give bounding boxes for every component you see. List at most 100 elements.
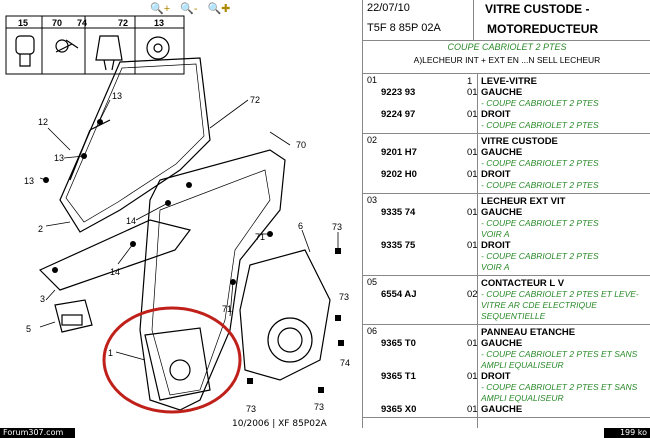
waterproof-panel [239, 249, 331, 381]
lifter-frame [38, 119, 286, 411]
callout-label: 14 [110, 267, 120, 277]
part-applicability: VOIR A [481, 262, 510, 272]
diagram-drawing: 15 70 74 72 13 [5, 15, 350, 414]
part-line: VITRE CUSTODE [363, 136, 650, 147]
parts-list-panel: 22/07/10 T5F 8 85P 02A VITRE CUSTODE - M… [362, 0, 650, 428]
part-description: LEVE-VITRE [481, 76, 537, 87]
part-line: CONTACTEUR L V [363, 278, 650, 289]
parts-header-label: 70 [52, 18, 62, 28]
part-quantity: 01 [467, 147, 478, 158]
part-reference[interactable]: 9365 T0 [381, 338, 416, 349]
motor-reducer [144, 327, 211, 401]
parts-header-strip [5, 15, 185, 75]
callout-label: 73 [314, 402, 324, 412]
part-description: DROIT [481, 371, 511, 382]
part-line: VITRE AR CDE ELECTRIQUE [363, 300, 650, 311]
zoom-pan-icon[interactable]: 🔍✚ [207, 3, 231, 15]
part-line: - COUPE CABRIOLET 2 PTES [363, 251, 650, 262]
window-glass [59, 57, 211, 233]
part-description: VITRE CUSTODE [481, 136, 558, 147]
part-line: - COUPE CABRIOLET 2 PTES [363, 180, 650, 191]
part-description: LECHEUR EXT VIT [481, 196, 566, 207]
part-line: - COUPE CABRIOLET 2 PTES [363, 120, 650, 131]
callout-label: 5 [26, 324, 31, 334]
part-line[interactable]: 6554 AJ 02- COUPE CABRIOLET 2 PTES ET LEV… [363, 289, 650, 300]
callout-label: 12 [38, 117, 48, 127]
part-line: - COUPE CABRIOLET 2 PTES [363, 98, 650, 109]
part-line: LECHEUR EXT VIT [363, 196, 650, 207]
model-subtitle: COUPE CABRIOLET 2 PTES [447, 42, 567, 52]
parts-header-label: 15 [18, 18, 28, 28]
file-size-badge: 199 ko [604, 428, 650, 438]
leader-lines [39, 99, 339, 361]
part-reference[interactable]: 9335 74 [381, 207, 416, 218]
part-applicability: SEQUENTIELLE [481, 311, 546, 321]
part-quantity: 01 [467, 240, 478, 251]
part-description: DROIT [481, 109, 511, 120]
part-reference[interactable]: 9201 H7 [381, 147, 417, 158]
part-line: AMPLI EQUALISEUR [363, 393, 650, 404]
seal-note: A)LECHEUR INT + EXT EN ...N SELL LECHEUR [413, 55, 601, 65]
highlight-circle [102, 306, 242, 414]
callout-label: 70 [296, 140, 306, 150]
part-line: VOIR A [363, 229, 650, 240]
part-description: CONTACTEUR L V [481, 278, 565, 289]
fasteners [43, 119, 344, 393]
part-quantity: 02 [467, 289, 478, 300]
part-applicability: VOIR A [481, 229, 510, 239]
part-applicability: - COUPE CABRIOLET 2 PTES ET LEVE- [481, 289, 639, 299]
part-line: PANNEAU ETANCHE [363, 327, 650, 338]
part-reference[interactable]: 6554 AJ [381, 289, 417, 300]
drawing-code: 10/2006 | XF 85P02A [232, 419, 327, 429]
group-number: 05 [367, 277, 378, 287]
part-description: GAUCHE [481, 87, 523, 98]
callout-label: 73 [332, 222, 342, 232]
part-applicability: - COUPE CABRIOLET 2 PTES [481, 218, 599, 228]
part-line: VOIR A [363, 262, 650, 273]
part-description: DROIT [481, 169, 511, 180]
part-applicability: - COUPE CABRIOLET 2 PTES [481, 251, 599, 261]
catalog-date: 22/07/10 [367, 2, 410, 14]
part-reference[interactable]: 9223 93 [381, 87, 416, 98]
part-applicability: AMPLI EQUALISEUR [481, 393, 564, 403]
part-reference[interactable]: 9365 X0 [381, 404, 417, 415]
part-line: SEQUENTIELLE [363, 311, 650, 322]
callout-label: 13 [54, 153, 64, 163]
part-quantity: 01 [467, 109, 478, 120]
zoom-out-icon[interactable]: 🔍- [180, 3, 198, 15]
part-line: - COUPE CABRIOLET 2 PTES ET SANS [363, 382, 650, 393]
group-number: 06 [367, 326, 378, 336]
zoom-in-icon[interactable]: 🔍+ [150, 3, 171, 15]
part-quantity: 01 [467, 169, 478, 180]
catalog-code: T5F 8 85P 02A [367, 22, 441, 34]
part-reference[interactable]: 9224 97 [381, 109, 416, 120]
callout-label: 3 [40, 294, 45, 304]
part-applicability: - COUPE CABRIOLET 2 PTES ET SANS [481, 382, 638, 392]
group-number: 03 [367, 195, 378, 205]
part-applicability: AMPLI EQUALISEUR [481, 360, 564, 370]
part-applicability: - COUPE CABRIOLET 2 PTES [481, 98, 599, 108]
part-reference[interactable]: 9335 75 [381, 240, 416, 251]
parts-header-label: 72 [118, 18, 128, 28]
callout-label: 1 [108, 348, 113, 358]
part-applicability: - COUPE CABRIOLET 2 PTES ET SANS [481, 349, 638, 359]
part-reference[interactable]: 9365 T1 [381, 371, 416, 382]
group-number: 01 [367, 75, 378, 85]
part-line: - COUPE CABRIOLET 2 PTES [363, 218, 650, 229]
part-reference[interactable]: 9202 H0 [381, 169, 417, 180]
part-quantity: 01 [467, 338, 478, 349]
exploded-diagram: 🔍+ 🔍- 🔍✚ 15 70 74 72 13 [5, 3, 351, 429]
